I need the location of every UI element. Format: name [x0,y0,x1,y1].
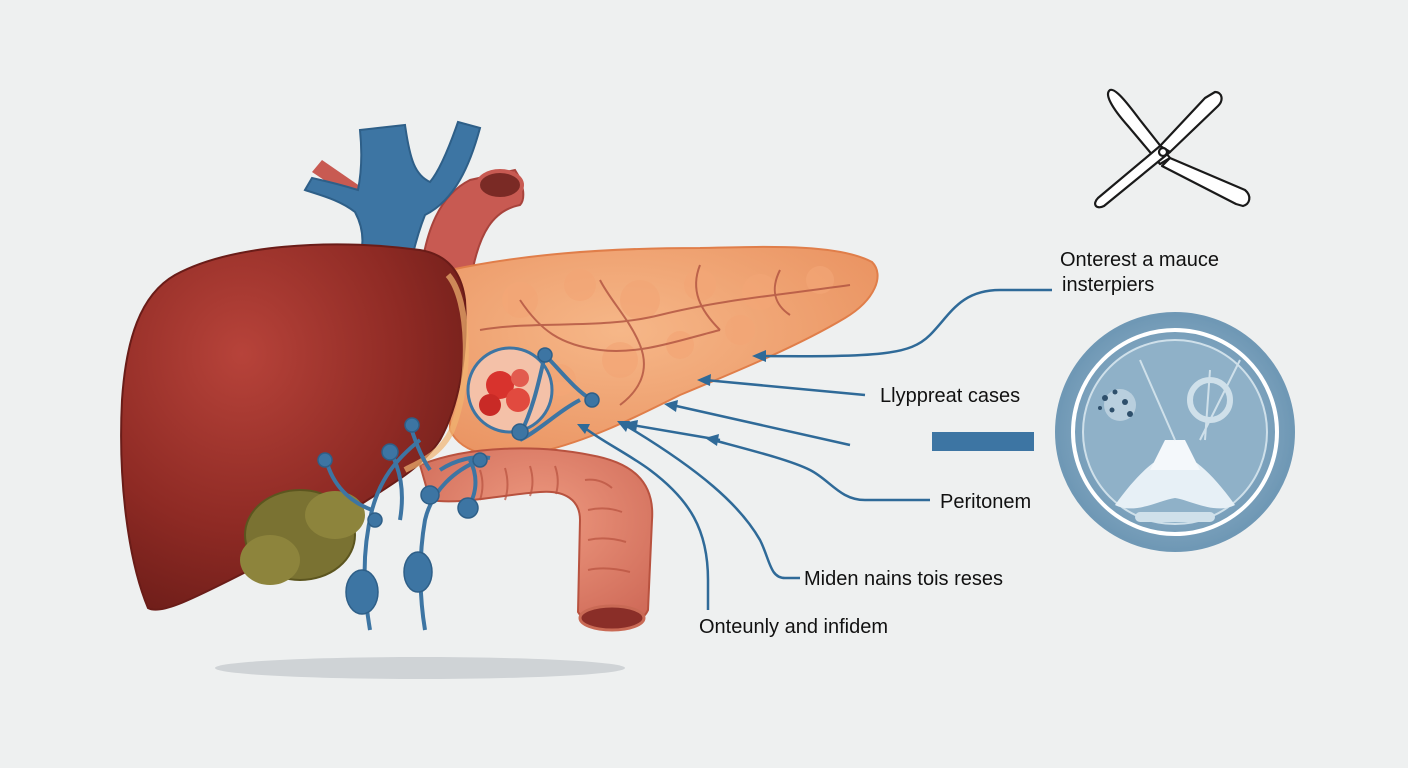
label-top-line2: insterpiers [1062,274,1154,296]
gallbladder [240,489,365,585]
floor-shadow [215,657,625,679]
leader-lines [577,288,1052,610]
duodenum [418,447,654,632]
tumor [466,346,554,434]
leader-line-bottom [584,427,710,610]
leader-line-top [759,288,1052,358]
label-top-line1: Onterest a mauce [1060,249,1219,271]
duodenum-folds [479,465,631,573]
leader-line-middle-1 [704,378,866,397]
ct-scan-inset [1055,312,1295,552]
leader-line-lower [624,423,800,580]
aorta-opening [476,169,524,201]
great-vessels [303,120,525,287]
label-peritoneum: Peritonem [940,491,1031,513]
surgical-scissors-icon [1094,88,1251,209]
scan-connector-bar [932,432,1034,451]
label-bottom: Onteunly and infidem [699,616,888,638]
label-lower: Miden nains tois reses [804,568,1003,590]
pancreas-vessels [479,264,851,406]
leader-line-peritoneum-2 [631,423,721,442]
pancreas [449,245,879,458]
leader-line-middle-2 [671,403,851,447]
leader-line-peritoneum-1 [712,438,930,502]
labels: Onterest a mauce insterpiers Llyppreat c… [699,249,1219,638]
label-middle: Llyppreat cases [880,385,1020,407]
bile-ducts-and-nodes [317,347,600,631]
duodenum-opening [578,604,646,632]
